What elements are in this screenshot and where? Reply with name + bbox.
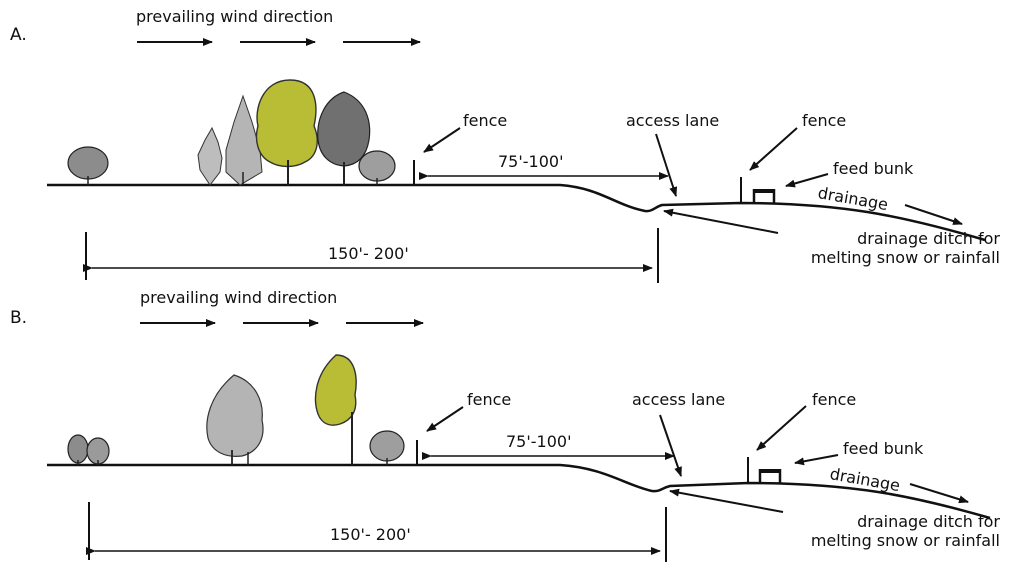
dimension-short-label: 75'-100' [498,152,564,171]
drainage-ditch-line-2: melting snow or rainfall [810,248,1000,268]
dimension-short-label: 75'-100' [506,432,572,451]
access-lane-pointer [659,414,682,477]
feed-bunk-pointer [794,454,839,466]
panel-letter: A. [10,25,27,45]
shrub-small [67,434,110,465]
feed-bunk-label: feed bunk [843,439,924,458]
fence-label: fence [463,111,508,130]
deciduous-tree-dark [317,91,371,185]
drainage-ditch-line-2: melting snow or rainfall [810,531,1000,551]
dimension-long-label: 150'- 200' [330,525,411,544]
shrub-small [369,430,405,465]
conifer-tree [197,94,263,186]
deciduous-tree-olive [314,354,357,465]
ditch-pointer [669,488,784,513]
fence-label: fence [467,390,512,409]
wind-direction-label: prevailing wind direction [140,288,338,307]
shrub-small [358,150,396,185]
panel-b [47,319,991,562]
feed-bunk [752,189,776,204]
fence-pointer [756,405,807,451]
access-lane-label: access lane [632,390,726,409]
feed-bunk [758,469,782,484]
ground-line [47,183,986,242]
fence-pointer [749,127,798,171]
drainage-arrow [909,483,969,504]
fence-label: fence [812,390,857,409]
wind-direction-label: prevailing wind direction [136,7,334,26]
drainage-ditch-line-1: drainage ditch for [857,229,1000,248]
bushy-tree-gray [206,374,264,465]
fence-pointer [423,127,461,153]
ditch-pointer [663,208,779,234]
deciduous-tree-olive [255,79,318,185]
drainage-ditch-line-1: drainage ditch for [857,512,1000,531]
ground-line [47,463,991,520]
access-lane-pointer [655,133,678,197]
panel-a [47,38,986,283]
feed-bunk-label: feed bunk [833,159,914,178]
access-lane-label: access lane [626,111,720,130]
feed-bunk-pointer [785,173,829,188]
shrub-small [67,146,109,185]
fence-pointer [426,406,464,432]
drainage-ditch-label: drainage ditch for melting snow or rainf… [811,512,1000,550]
fence-label: fence [802,111,847,130]
dimension-long-label: 150'- 200' [328,244,409,263]
drainage-arrow [904,204,963,225]
drainage-ditch-label: drainage ditch for melting snow or rainf… [811,229,1000,267]
panel-letter: B. [10,308,28,328]
